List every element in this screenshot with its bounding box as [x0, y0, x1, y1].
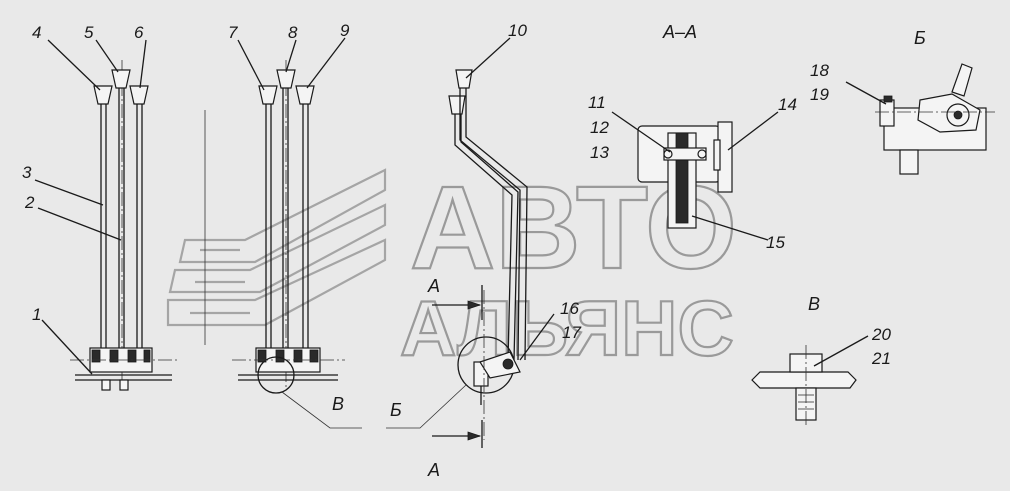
callout-4: 4 — [32, 23, 41, 42]
knob-5-icon — [111, 69, 131, 89]
view-b — [875, 63, 995, 175]
callout-5: 5 — [84, 23, 94, 42]
label-cut-a-bottom: А — [427, 460, 440, 480]
callout-11: 11 — [588, 93, 606, 112]
callout-6: 6 — [134, 23, 144, 42]
knob-8-icon — [276, 69, 296, 89]
knob-7-icon — [258, 85, 278, 105]
callout-18: 18 — [810, 61, 829, 80]
label-v-main: В — [332, 394, 344, 414]
knob-4-icon — [93, 85, 113, 105]
label-section-aa: А–А — [662, 22, 697, 42]
label-view-v: В — [808, 294, 820, 314]
callout-8: 8 — [288, 23, 298, 42]
knob-9-icon — [295, 85, 315, 105]
view-v — [751, 345, 857, 428]
callout-21: 21 — [871, 349, 891, 368]
section-aa — [637, 121, 733, 229]
callout-7: 7 — [228, 23, 238, 42]
view-labels: А–А Б В В Б А А — [332, 22, 926, 480]
label-view-b: Б — [914, 28, 926, 48]
callout-2: 2 — [24, 193, 35, 212]
assembly-middle — [204, 60, 362, 429]
callout-16: 16 — [560, 299, 579, 318]
watermark-logo-icon — [166, 168, 387, 327]
knob-10a-icon — [455, 69, 473, 89]
callout-9: 9 — [340, 21, 350, 40]
label-cut-a-top: А — [427, 276, 440, 296]
leader-lines — [34, 37, 887, 375]
callout-13: 13 — [590, 143, 609, 162]
knob-10b-icon — [448, 95, 466, 115]
callout-10: 10 — [508, 21, 527, 40]
callout-12: 12 — [590, 118, 609, 137]
callout-3: 3 — [22, 163, 32, 182]
watermark-wing-icon — [166, 168, 387, 327]
watermark-line2: АЛЬЯНС — [400, 284, 734, 372]
callout-numbers: 4 5 6 3 2 1 7 8 9 10 11 12 13 14 15 16 1… — [22, 21, 891, 368]
callout-15: 15 — [766, 233, 785, 252]
detail-circle-v — [257, 356, 295, 394]
assembly-bent-lever — [386, 69, 528, 448]
callout-19: 19 — [810, 85, 829, 104]
callout-20: 20 — [871, 325, 891, 344]
callout-1: 1 — [32, 305, 41, 324]
callout-17: 17 — [562, 323, 581, 342]
assembly-left — [70, 60, 180, 391]
knob-6-icon — [129, 85, 149, 105]
label-b-main: Б — [390, 400, 402, 420]
callout-14: 14 — [778, 95, 797, 114]
